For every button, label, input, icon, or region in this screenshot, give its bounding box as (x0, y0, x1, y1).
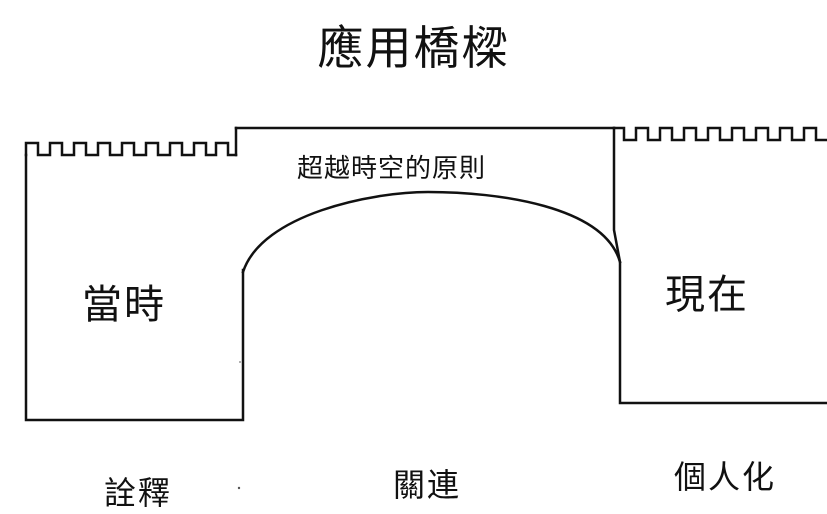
bottom-label-left: 詮釋 (104, 474, 173, 512)
arch-label: 超越時空的原則 (297, 154, 487, 184)
bridge-arch (241, 190, 622, 274)
bottom-label-center: 關連 (393, 466, 462, 504)
left-pillar-outline (24, 153, 245, 422)
scan-speck (239, 361, 241, 363)
left-battlement (24, 141, 238, 157)
right-battlement (612, 126, 827, 142)
left-pillar-label: 當時 (82, 282, 166, 328)
right-pillar-outline (612, 126, 827, 405)
bottom-label-right: 個人化 (674, 458, 777, 496)
right-pillar-label: 現在 (665, 272, 749, 318)
scan-speck (237, 486, 241, 490)
diagram-title: 應用橋樑 (317, 21, 510, 75)
